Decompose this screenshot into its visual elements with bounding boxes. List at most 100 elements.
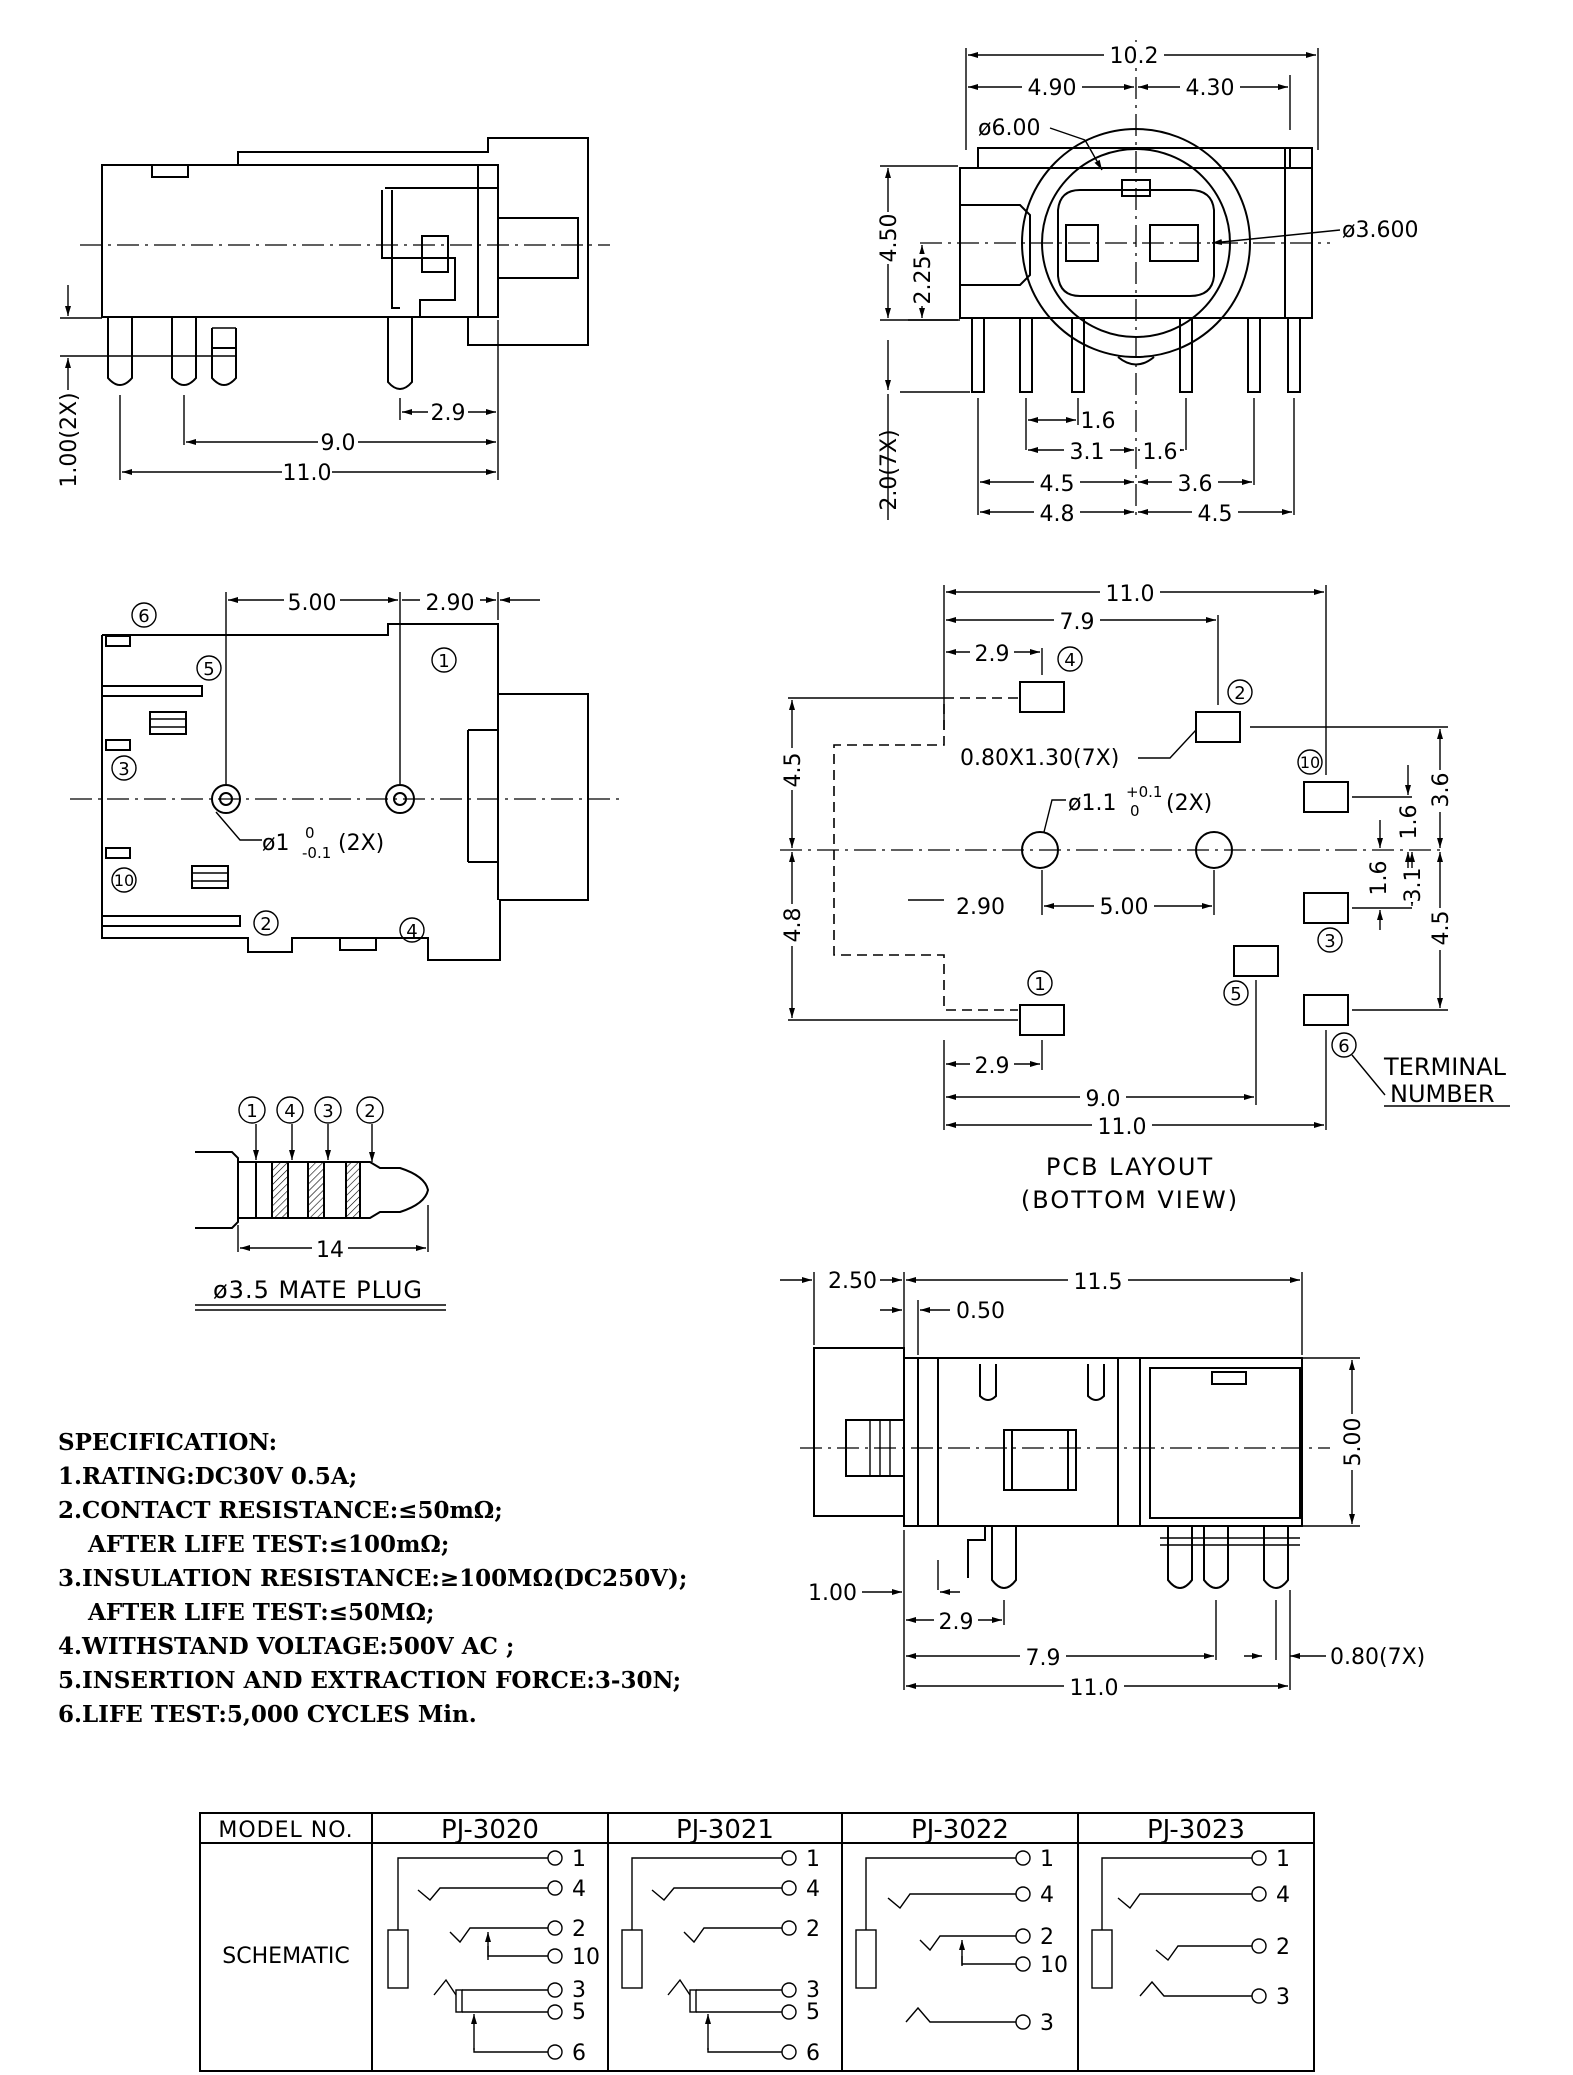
dim-2-0-7x: 2.0(7X) [877,429,902,510]
dim-1-6-b: 1.6 [1143,440,1178,465]
terminal-5-label: 5 [203,659,214,680]
pcb-dim-4-5-left: 4.5 [781,753,806,788]
schematic-pj-3021: 1 4 2 3 5 6 [621,1847,820,2066]
dim-4-8: 4.8 [1040,502,1075,527]
mate-plug-view: 1 4 3 2 14 ø3.5 MATE PLUG [195,1096,446,1311]
spec-line-3: AFTER LIFE TEST:≤100mΩ; [87,1531,449,1558]
pcb-terminal-3: 3 [1324,931,1335,952]
table-row-header: SCHEMATIC [222,1944,349,1969]
pcb-dim-1-6-lower: 1.6 [1367,861,1392,896]
pcb-dim-7-9: 7.9 [1060,610,1095,635]
pcb-terminal-10: 10 [1300,753,1320,772]
pcb-dim-4-5-right: 4.5 [1429,911,1454,946]
side-dim-0-50: 0.50 [956,1299,1005,1324]
pcb-caption-2: (BOTTOM VIEW) [1021,1186,1239,1214]
dim-4-5-a: 4.5 [1040,472,1075,497]
pcb-hole-tol-bottom: 0 [1130,802,1140,820]
dim-2-25: 2.25 [911,256,936,305]
middle-left-bottom-view: 5.00 2.90 ø1 0 -0.1 (2X) 6 5 1 3 10 2 4 [70,588,620,961]
pad-size-label: 0.80X1.30(7X) [960,746,1119,771]
table-col-header: MODEL NO. [218,1818,353,1843]
spec-line-8: 6.LIFE TEST:5,000 CYCLES Min. [58,1701,477,1728]
pcb-layout-view: 11.0 7.9 2.9 4 2 10 0.80X1.30(7X) ø1.1 +… [780,580,1510,1214]
pcb-pad-10 [1303,781,1349,813]
pcb-dim-2-9-top: 2.9 [975,642,1010,667]
pcb-dim-9-0: 9.0 [1086,1087,1121,1112]
side-dim-5-00: 5.00 [1341,1418,1366,1467]
pj-3022-pin-10: 10 [1040,1953,1068,1978]
plug-num-1: 1 [246,1101,257,1122]
spec-line-1: 1.RATING:DC30V 0.5A; [58,1463,357,1490]
hole-tol-bottom: -0.1 [302,844,331,862]
pcb-terminal-1: 1 [1034,974,1045,995]
plug-num-2: 2 [364,1101,375,1122]
plug-length: 14 [316,1238,344,1263]
terminal-label-line-2: NUMBER [1390,1080,1495,1108]
dim-4-90: 4.90 [1028,76,1077,101]
pj-3023-pin-1: 1 [1276,1847,1290,1872]
side-dim-11-0: 11.0 [1070,1676,1119,1701]
pj-3022-pin-4: 4 [1040,1883,1054,1908]
terminal-3-label: 3 [118,759,129,780]
top-left-side-view: 2.9 9.0 11.0 1.00(2X) [57,137,610,488]
plug-num-4: 4 [284,1101,295,1122]
pcb-hole-dia: ø1.1 [1068,791,1116,816]
dim-1-6-a: 1.6 [1081,409,1116,434]
pj-3021-pin-5: 5 [806,2000,820,2025]
specification-block: SPECIFICATION: 1.RATING:DC30V 0.5A; 2.CO… [58,1429,687,1728]
plug-caption: ø3.5 MATE PLUG [213,1276,423,1304]
pcb-hole-tol-top: +0.1 [1126,783,1162,801]
terminal-6-label: 6 [138,606,149,627]
dim-dia-3-600: ø3.600 [1342,218,1418,243]
pj-3022-pin-2: 2 [1040,1925,1054,1950]
dim-2-90: 2.90 [426,591,475,616]
pcb-dim-1-6-upper: 1.6 [1397,805,1422,840]
model-name-pj-3022: PJ-3022 [911,1815,1009,1845]
side-dim-2-9: 2.9 [939,1610,974,1635]
pj-3023-pin-3: 3 [1276,1985,1290,2010]
pj-3020-pin-10: 10 [572,1945,600,1970]
side-dim-7-9: 7.9 [1026,1646,1061,1671]
bottom-right-side-view: 2.50 11.5 0.50 5.00 1.00 2.9 7.9 0.80(7X… [780,1268,1425,1701]
pj-3022-pin-1: 1 [1040,1847,1054,1872]
dim-10-2: 10.2 [1110,44,1159,69]
pj-3020-pin-2: 2 [572,1917,586,1942]
hole-dia: ø1 [262,831,289,856]
terminal-10-label: 10 [114,871,134,890]
pcb-dim-5-00: 5.00 [1100,895,1149,920]
schematic-pj-3020: 1 4 2 10 3 5 6 [387,1847,600,2066]
pcb-dim-11-0-bottom: 11.0 [1098,1115,1147,1140]
dim-4-50: 4.50 [877,214,902,263]
pcb-dim-4-8-left: 4.8 [781,908,806,943]
pcb-dim-2-90: 2.90 [956,895,1005,920]
side-dim-0-80-7x: 0.80(7X) [1330,1645,1425,1670]
pj-3020-pin-6: 6 [572,2041,586,2066]
pj-3023-pin-4: 4 [1276,1883,1290,1908]
model-name-pj-3020: PJ-3020 [441,1815,539,1845]
dim-5-00: 5.00 [288,591,337,616]
pcb-pad-5 [1233,945,1279,977]
spec-line-5: AFTER LIFE TEST:≤50MΩ; [87,1599,434,1626]
pcb-dim-3-1: 3.1 [1401,868,1426,903]
pcb-pad-2 [1195,711,1241,743]
pcb-pad-6 [1303,994,1349,1026]
pj-3021-pin-4: 4 [806,1877,820,1902]
dim-9-0: 9.0 [321,431,356,456]
pj-3020-pin-5: 5 [572,2000,586,2025]
pcb-dim-2-9-bottom: 2.9 [975,1054,1010,1079]
pj-3023-pin-2: 2 [1276,1935,1290,1960]
pj-3021-pin-2: 2 [806,1917,820,1942]
pj-3021-pin-3: 3 [806,1978,820,2003]
pj-3022-pin-3: 3 [1040,2011,1054,2036]
pj-3020-pin-3: 3 [572,1978,586,2003]
pcb-terminal-6: 6 [1338,1036,1349,1057]
dim-2-9: 2.9 [431,401,466,426]
dim-4-5-b: 4.5 [1198,502,1233,527]
side-dim-1-00: 1.00 [808,1581,857,1606]
dim-dia-6-00: ø6.00 [978,116,1040,141]
dim-1-00-2x: 1.00(2X) [57,392,82,487]
pj-3021-pin-1: 1 [806,1847,820,1872]
dim-4-30: 4.30 [1186,76,1235,101]
top-right-front-view: 10.2 4.90 4.30 ø6.00 ø3.600 4.50 2.25 2.… [876,40,1418,527]
terminal-1-label: 1 [438,651,449,672]
